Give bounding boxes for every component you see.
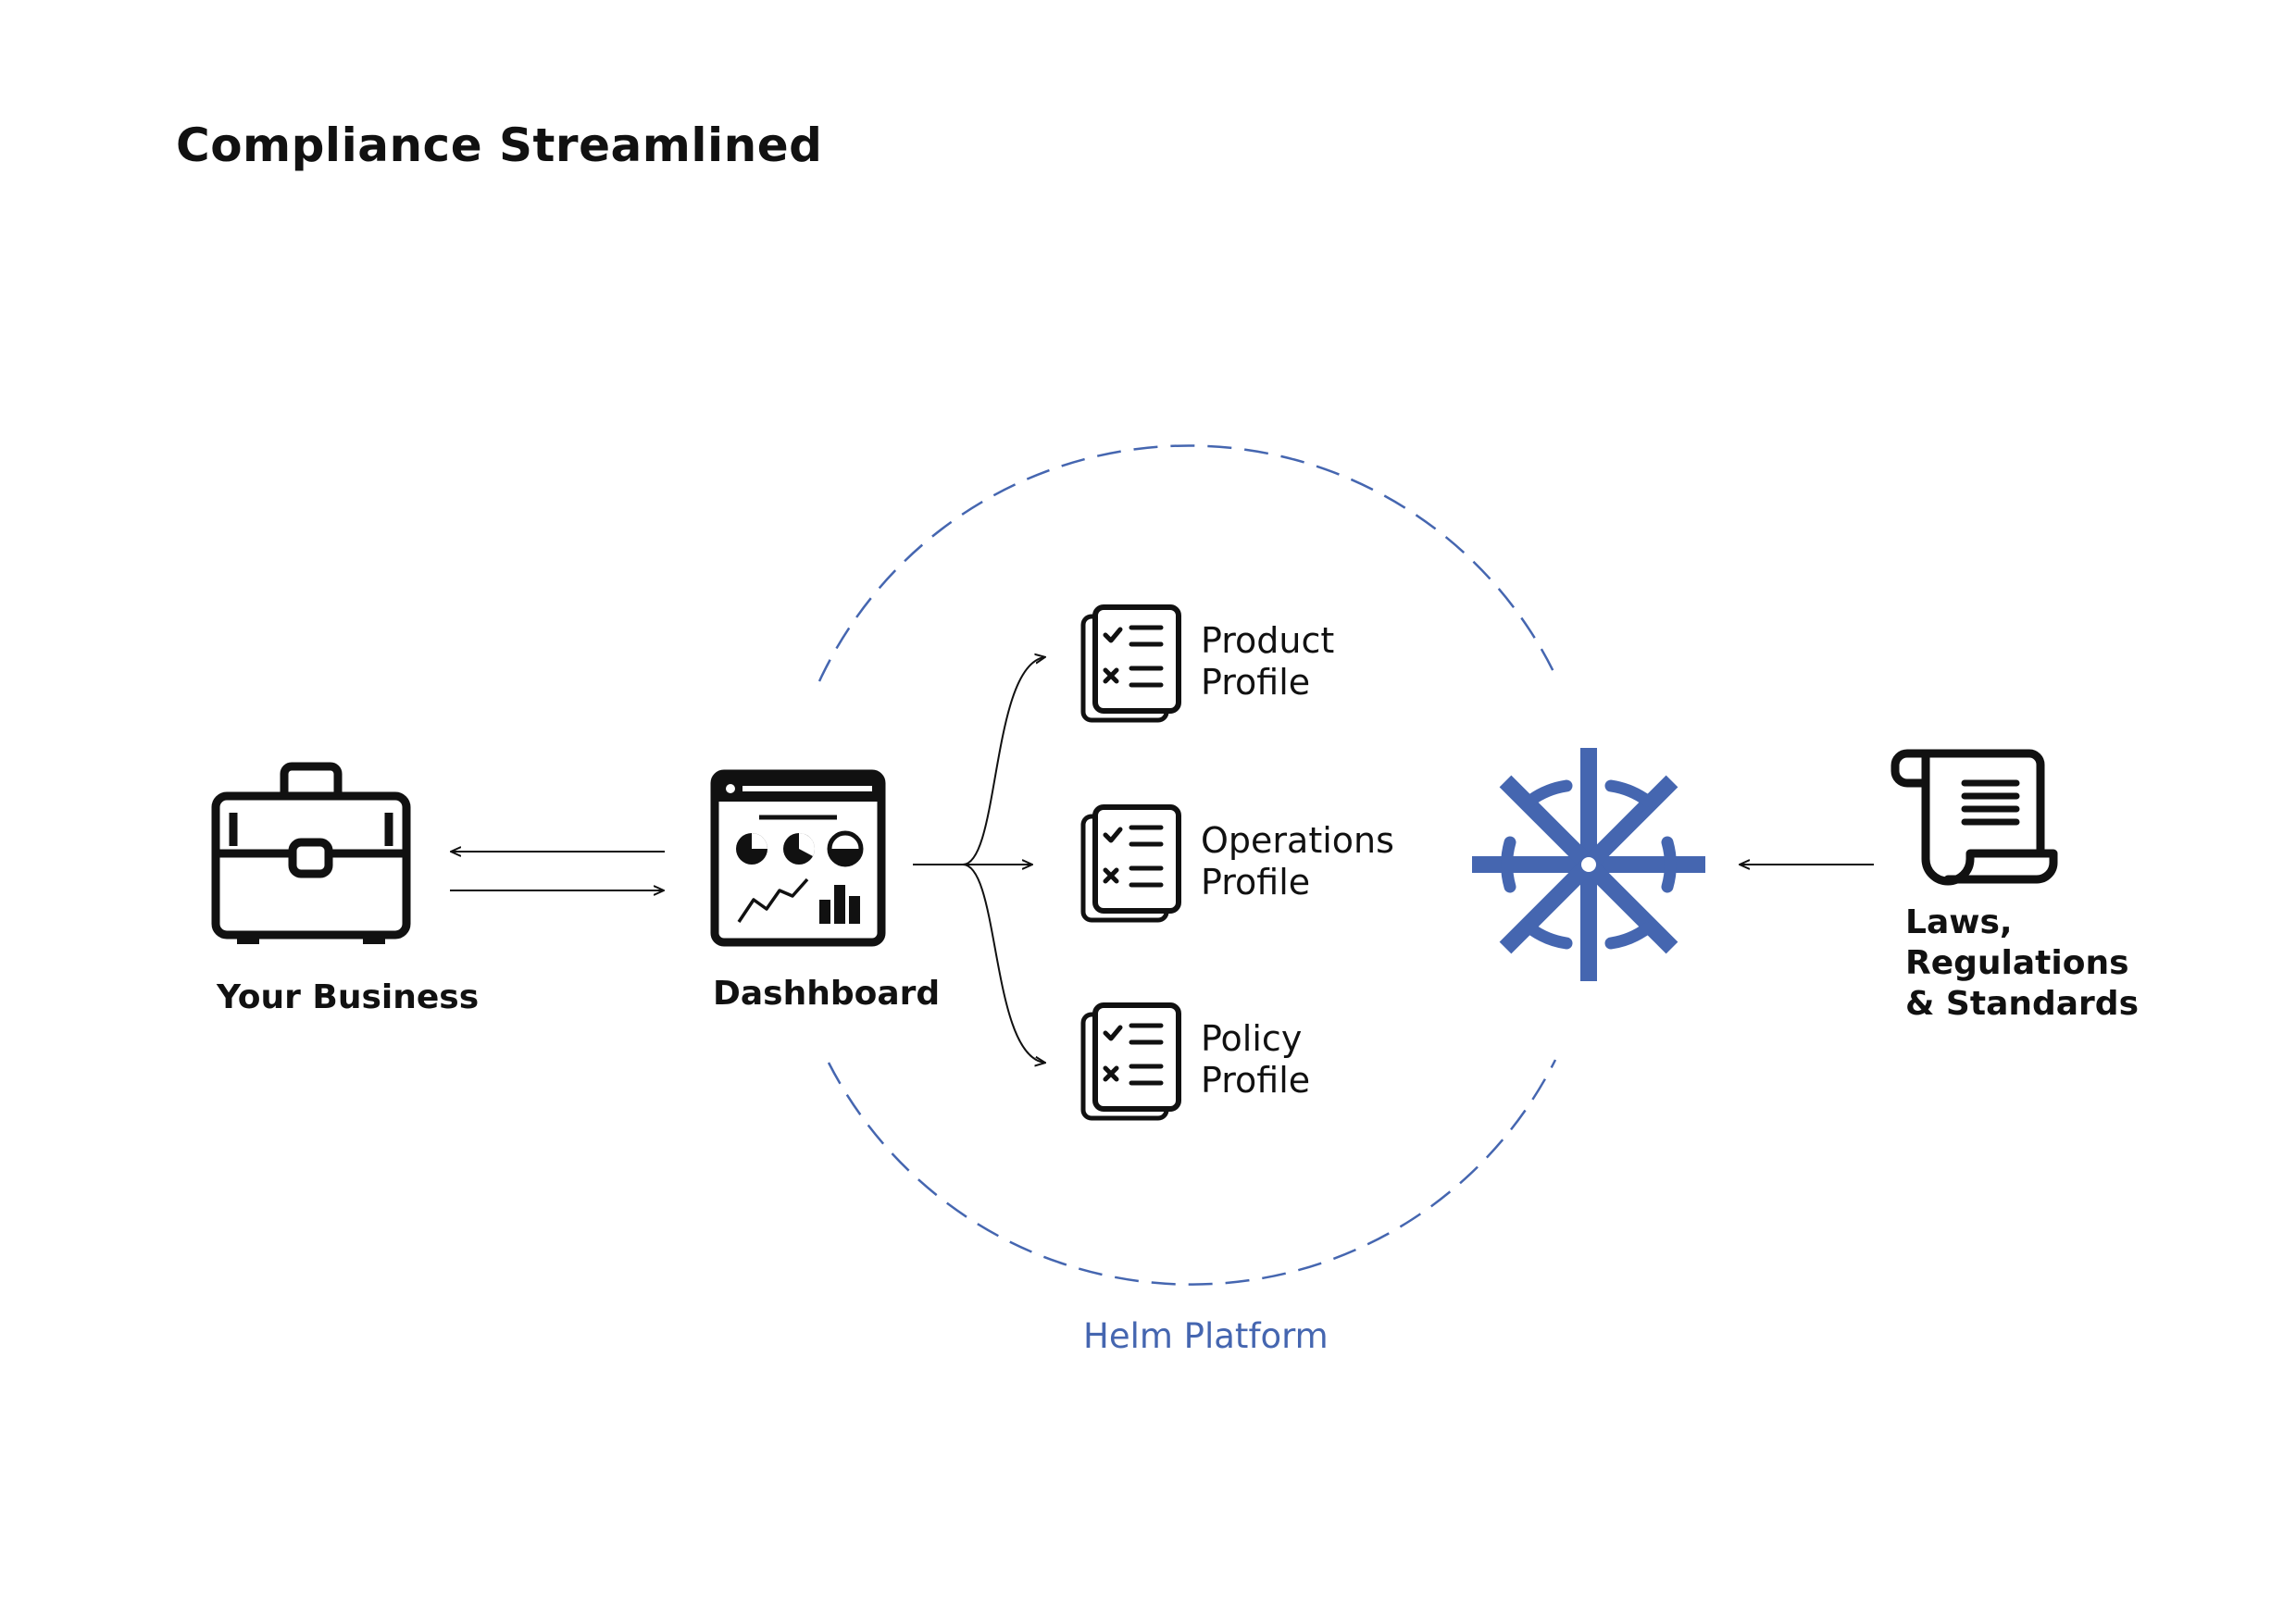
platform-label: Helm Platform: [1083, 1316, 1329, 1356]
policy-profile-line-1: Policy: [1201, 1018, 1303, 1059]
dashboard-icon: [710, 769, 886, 947]
laws-line-1: Laws,: [1905, 903, 2013, 941]
briefcase-icon: [211, 762, 411, 944]
branch-arrows: [913, 657, 1044, 1063]
platform-boundary: [817, 444, 1560, 1286]
laws-label: Laws, Regulations & Standards: [1905, 902, 2139, 1025]
operations-profile-label: Operations Profile: [1201, 820, 1394, 903]
operations-profile-line-1: Operations: [1201, 820, 1394, 861]
policy-profile-line-2: Profile: [1201, 1060, 1311, 1101]
operations-profile-line-2: Profile: [1201, 862, 1311, 902]
product-profile-label: Product Profile: [1201, 620, 1334, 703]
platform-arc-bottom: [827, 1059, 1557, 1286]
arrow-to-policy-profile: [962, 864, 1044, 1063]
checklist-icon-policy: [1080, 1002, 1181, 1121]
checklist-icon-product: [1080, 604, 1181, 723]
laws-line-3: & Standards: [1905, 985, 2139, 1023]
product-profile-line-1: Product: [1201, 620, 1335, 661]
dashboard-label: Dashhboard: [713, 975, 941, 1013]
laws-line-2: Regulations: [1905, 944, 2129, 982]
checklist-icon-operations: [1080, 804, 1181, 923]
product-profile-line-2: Profile: [1201, 662, 1311, 703]
business-label: Your Business: [217, 978, 480, 1016]
policy-profile-label: Policy Profile: [1201, 1018, 1310, 1101]
platform-arc-top: [817, 444, 1560, 682]
page-title: Compliance Streamlined: [176, 118, 823, 172]
helm-wheel-icon: [1472, 748, 1705, 981]
scroll-icon: [1890, 749, 2058, 886]
arrow-to-product-profile: [962, 657, 1044, 865]
